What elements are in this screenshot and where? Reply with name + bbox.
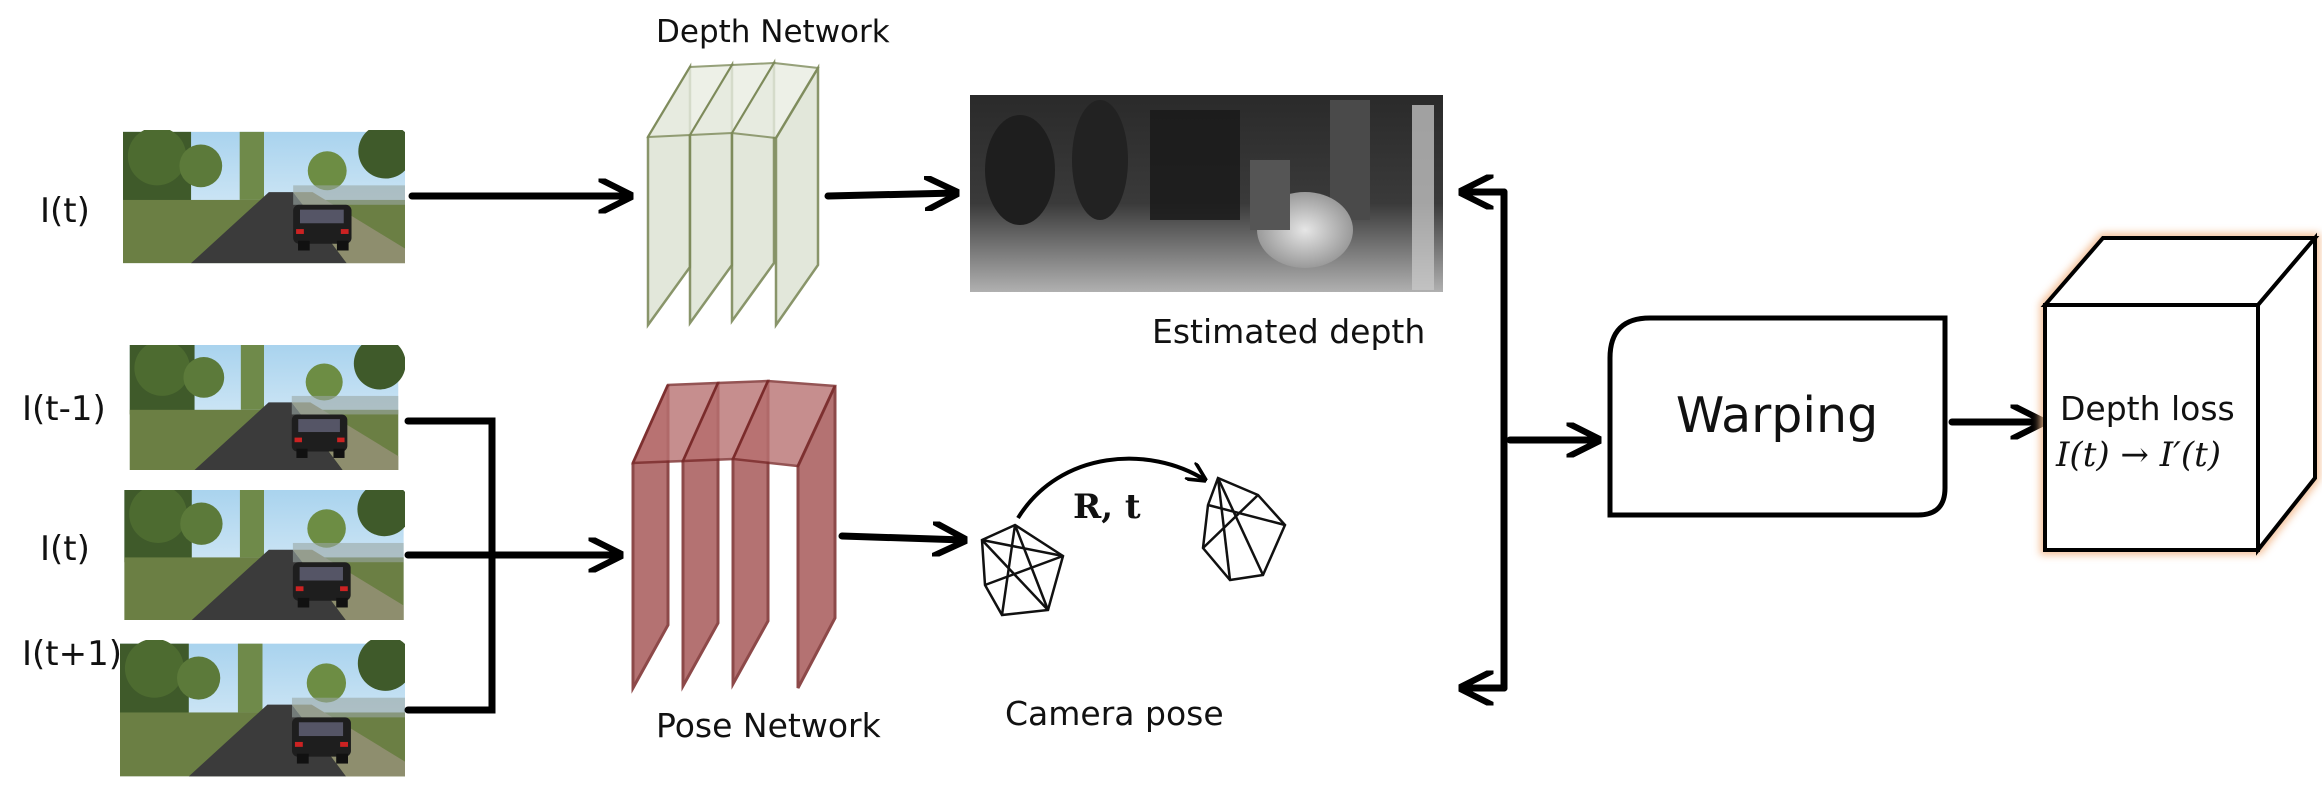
estimated-depth-label: Estimated depth — [1152, 312, 1425, 351]
collector-bracket — [1458, 192, 1602, 688]
frame-mid-label: I(t) — [40, 529, 90, 569]
depth-loss-formula: I(t) → I′(t) — [2055, 435, 2221, 475]
arrow-pose-to-camera — [838, 536, 964, 540]
rotation-translation-label: R, t — [1073, 487, 1141, 527]
warping-label: Warping — [1676, 387, 1878, 444]
depth-network-block — [646, 58, 820, 329]
warping-box — [1607, 315, 1948, 518]
pose-network-label: Pose Network — [656, 706, 882, 745]
frame-top-label: I(t) — [40, 191, 90, 231]
frame-prev-label: I(t-1) — [22, 389, 106, 429]
bracket-connector — [404, 417, 496, 714]
frame-next-label: I(t+1) — [22, 634, 122, 674]
pose-transform-arrow — [1016, 456, 1205, 520]
depth-loss-label: Depth loss — [2060, 389, 2235, 428]
pose-network-block — [631, 379, 837, 694]
frame-prev-image — [129, 345, 405, 470]
arrow-depth-to-map — [824, 193, 956, 196]
frame-mid-image — [124, 490, 405, 620]
depth-network-label: Depth Network — [656, 14, 890, 50]
camera-glyph-target — [1201, 476, 1287, 582]
camera-glyph-source — [980, 523, 1065, 617]
depth-loss-cube — [2040, 232, 2320, 556]
frame-top-image — [123, 130, 405, 264]
frame-next-image — [120, 640, 405, 777]
camera-pose-label: Camera pose — [1005, 694, 1224, 733]
estimated-depth-map — [970, 95, 1443, 292]
input-connectors — [404, 196, 634, 714]
